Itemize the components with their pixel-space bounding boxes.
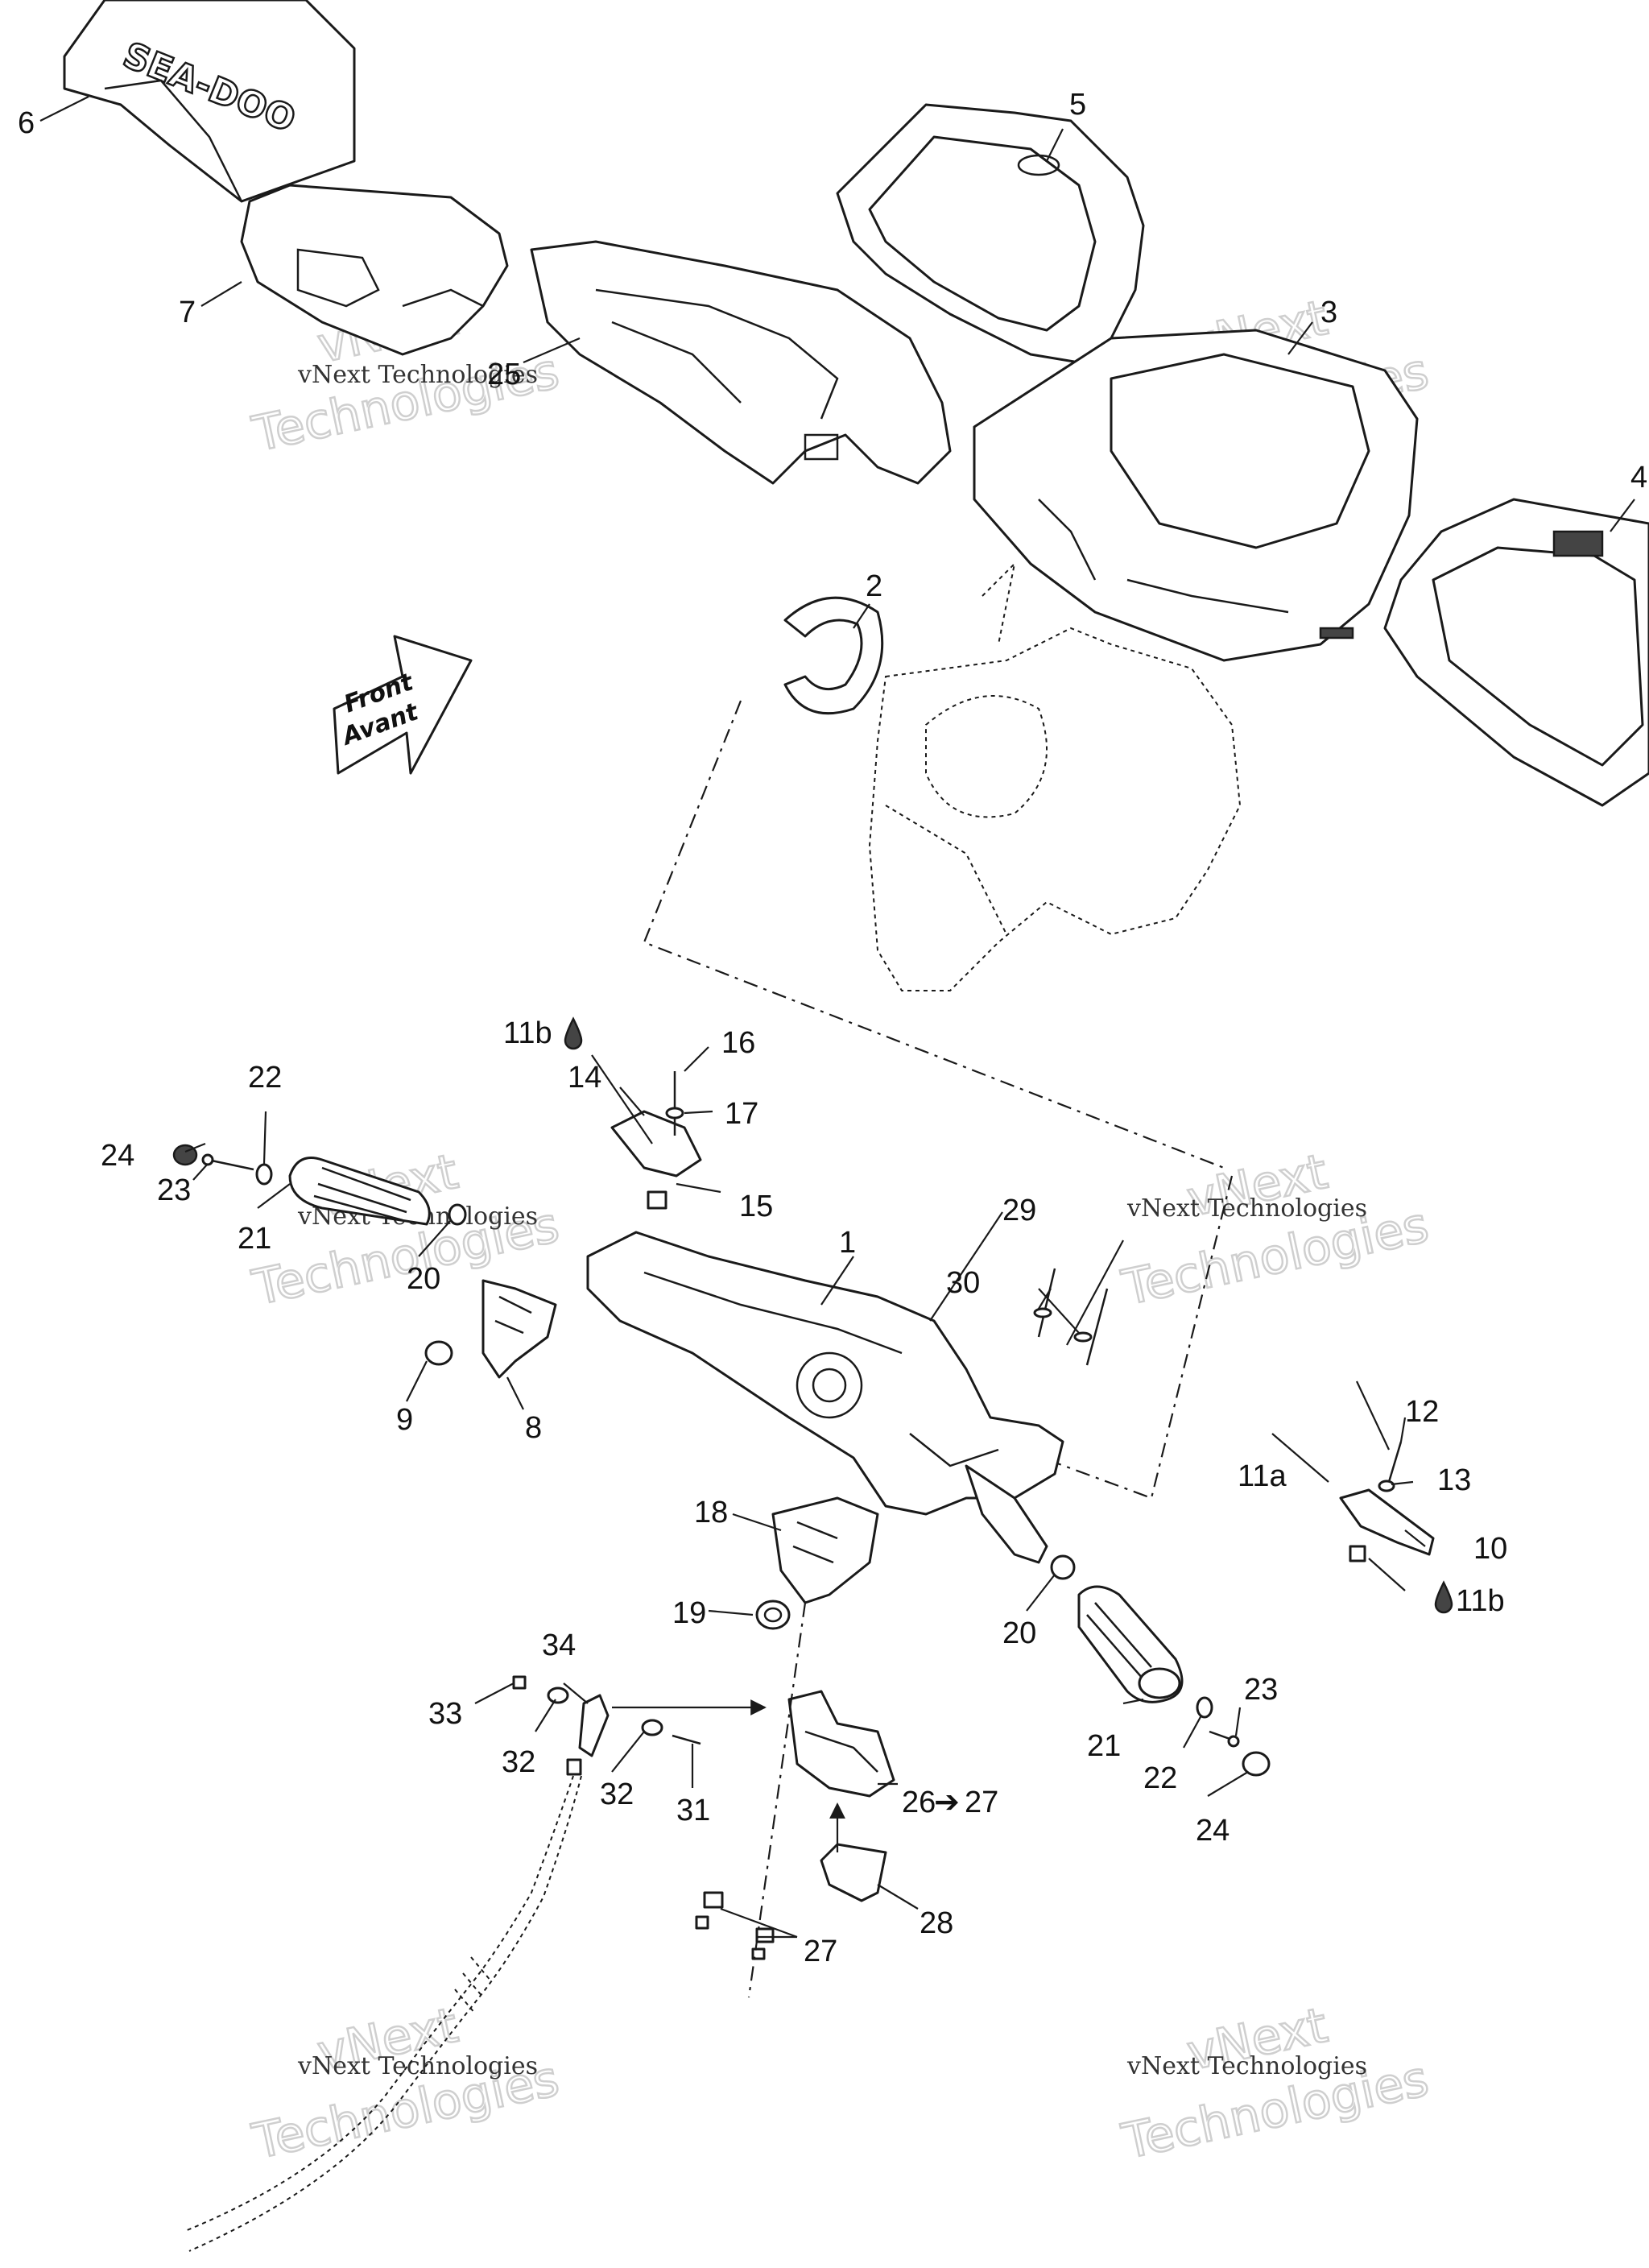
part-21-left-grip: [288, 1157, 431, 1226]
callout-24-left: 24: [101, 1139, 134, 1173]
watermark-bottom-right: vNext Technologies vNext Technologies: [1116, 1997, 1434, 2172]
part-31-screw: [672, 1734, 701, 1745]
callout-5: 5: [1069, 88, 1086, 122]
callout-31: 31: [676, 1794, 710, 1827]
callout-20-left: 20: [407, 1262, 440, 1296]
callout-23-right: 23: [1244, 1673, 1278, 1707]
callout-33: 33: [428, 1697, 462, 1731]
oil-drop-icon: [564, 1016, 583, 1050]
part-24-right-cap: [1242, 1751, 1271, 1777]
callout-11b-right: 11b: [1456, 1584, 1505, 1618]
part-26-clamp: [787, 1690, 895, 1798]
part-25-instrument-housing: [530, 240, 952, 485]
background-console-outline: [868, 561, 1242, 991]
part-22-left-washer: [255, 1163, 273, 1186]
part-32-right-washer: [641, 1719, 663, 1736]
callout-32-left: 32: [502, 1745, 535, 1779]
svg-text:vNext Technologies: vNext Technologies: [297, 2052, 538, 2080]
part-23-left-screw: [201, 1153, 254, 1171]
callout-22-right: 22: [1143, 1761, 1177, 1795]
throttle-cable: [184, 1775, 582, 2252]
part-7-inner-cover: [240, 184, 509, 356]
callout-9: 9: [396, 1403, 413, 1437]
callout-8: 8: [525, 1411, 542, 1445]
part-23-right-screw: [1209, 1730, 1240, 1748]
part-10-right-lever: [1339, 1488, 1435, 1556]
part-4-right-housing: [1383, 498, 1649, 807]
part-18-right-housing: [771, 1496, 879, 1604]
part-12-screw: [1387, 1441, 1403, 1483]
callout-21-left: 21: [238, 1222, 271, 1256]
part-32-left-washer: [547, 1687, 569, 1704]
part-17-washer: [665, 1107, 684, 1120]
callout-11b-top: 11b: [503, 1016, 552, 1050]
assembly-arrows: [612, 1211, 1124, 1998]
callout-30: 30: [946, 1266, 980, 1300]
part-33-nut: [512, 1675, 527, 1690]
part-27-studs: [695, 1891, 775, 1960]
callout-6: 6: [18, 106, 35, 140]
watermark-middle-right: vNext Technologies vNext Technologies: [1116, 1143, 1434, 1318]
part-19-nut: [755, 1600, 791, 1630]
part-30-washer: [1033, 1307, 1093, 1343]
callout-13: 13: [1437, 1463, 1471, 1497]
callout-18: 18: [694, 1496, 728, 1529]
callout-29: 29: [1002, 1194, 1036, 1227]
callout-4: 4: [1630, 461, 1647, 495]
part-15-bushing: [647, 1190, 667, 1210]
part-22-right-washer: [1196, 1696, 1213, 1719]
callout-16: 16: [721, 1026, 755, 1060]
callout-14: 14: [568, 1061, 601, 1095]
part-11b-right-bushing: [1349, 1545, 1366, 1562]
part-8-left-housing: [481, 1279, 557, 1379]
callout-20-right: 20: [1002, 1616, 1036, 1650]
svg-text:vNext Technologies: vNext Technologies: [1126, 2052, 1367, 2080]
part-1-handlebar: [586, 1231, 1064, 1564]
callout-1: 1: [839, 1226, 856, 1260]
part-21-right-grip: [1077, 1585, 1184, 1703]
callout-15: 15: [739, 1190, 773, 1223]
svg-text:vNext Technologies: vNext Technologies: [1126, 1194, 1367, 1223]
oil-drop-icon: [1434, 1580, 1453, 1614]
part-14-throttle-lever: [610, 1110, 702, 1177]
callout-23-left: 23: [157, 1173, 191, 1207]
part-5-frame: [836, 103, 1145, 364]
part-34-cable-end: [566, 1694, 610, 1776]
front-direction-arrow: Front Avant: [333, 635, 473, 775]
callout-28: 28: [920, 1906, 953, 1940]
callout-25: 25: [487, 358, 521, 391]
callout-27-arrow: 27: [965, 1786, 998, 1819]
callout-22-left: 22: [248, 1061, 282, 1095]
part-20-right-spacer: [1050, 1554, 1076, 1580]
callout-2: 2: [866, 569, 882, 603]
callout-arrow-sep: ➔: [934, 1786, 960, 1819]
callout-17: 17: [725, 1097, 758, 1131]
callout-19: 19: [672, 1596, 706, 1630]
callout-10: 10: [1473, 1532, 1507, 1566]
part-13-washer: [1378, 1480, 1395, 1492]
callout-21-right: 21: [1087, 1729, 1121, 1763]
part-9-nut: [424, 1340, 453, 1366]
callout-26: 26: [902, 1786, 936, 1819]
callout-labels: 6 7 25 5 3 4 2 1 11b 16 14 17 15 22 24 2…: [18, 88, 1647, 1968]
part-20-left-spacer: [448, 1203, 467, 1226]
callout-24-right: 24: [1196, 1814, 1230, 1848]
callout-3: 3: [1320, 296, 1337, 329]
leader-lines: [39, 96, 1635, 1939]
part-2-ring: [783, 596, 884, 715]
callout-12: 12: [1405, 1395, 1439, 1429]
callout-11a: 11a: [1238, 1459, 1287, 1493]
part-28-bracket: [820, 1843, 887, 1902]
callout-34: 34: [542, 1629, 576, 1662]
callout-27: 27: [804, 1935, 837, 1968]
callout-32-bottom: 32: [600, 1778, 634, 1811]
part-3-housing: [973, 329, 1419, 662]
callout-7: 7: [179, 296, 196, 329]
part-6-top-cover: SEA-DOO: [63, 0, 356, 203]
svg-text:vNext Technologies: vNext Technologies: [297, 361, 538, 389]
part-29-bolt: [1037, 1268, 1109, 1366]
watermark-bottom-left: vNext Technologies vNext Technologies: [246, 1997, 564, 2172]
